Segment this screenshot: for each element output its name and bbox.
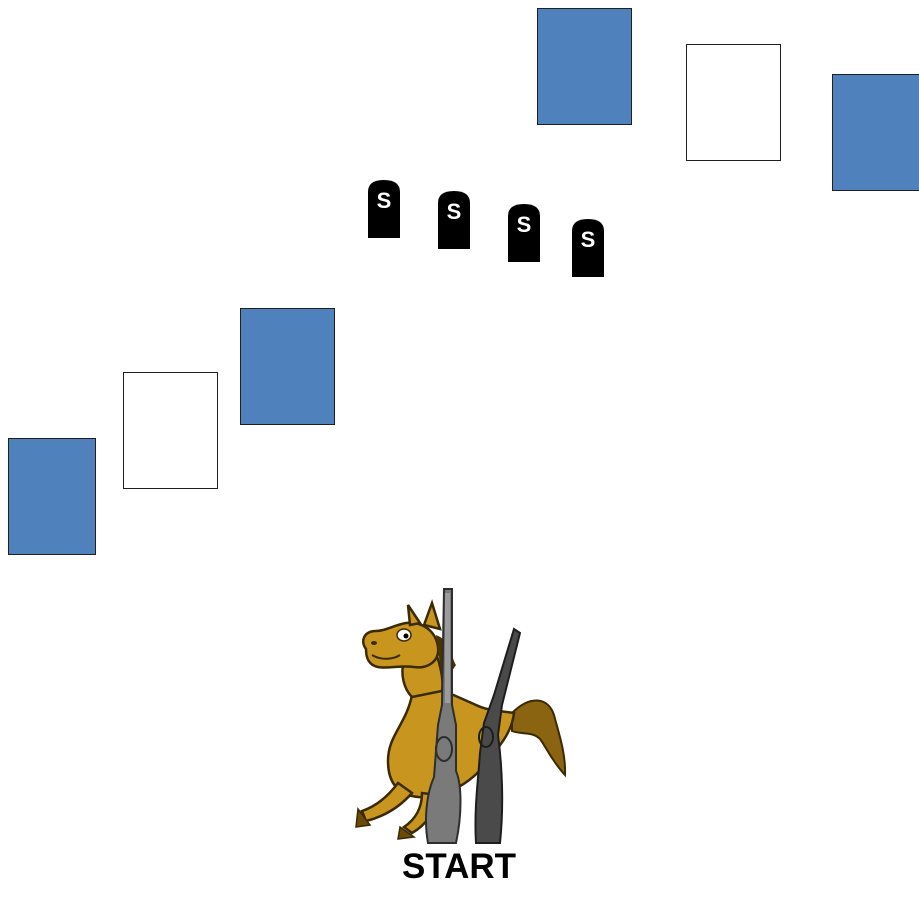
target-white-1	[123, 372, 218, 489]
target-blue-2	[240, 308, 335, 425]
target-blue-3	[537, 8, 632, 125]
tombstone-letter: S	[377, 188, 392, 213]
tombstone-1: S	[366, 178, 402, 238]
target-white-2	[686, 44, 781, 161]
target-blue-1	[8, 438, 96, 555]
horse-with-rifles-icon	[352, 585, 574, 847]
start-label: START	[359, 847, 559, 887]
tombstone-2: S	[436, 189, 472, 249]
tombstone-letter: S	[517, 212, 532, 237]
tombstone-letter: S	[581, 227, 596, 252]
tombstone-icon: S	[366, 178, 402, 238]
target-blue-4	[832, 74, 919, 191]
tombstone-icon: S	[570, 217, 606, 277]
tombstone-icon: S	[506, 202, 542, 262]
tombstone-3: S	[506, 202, 542, 262]
tombstone-letter: S	[447, 199, 462, 224]
tombstone-4: S	[570, 217, 606, 277]
tombstone-icon: S	[436, 189, 472, 249]
